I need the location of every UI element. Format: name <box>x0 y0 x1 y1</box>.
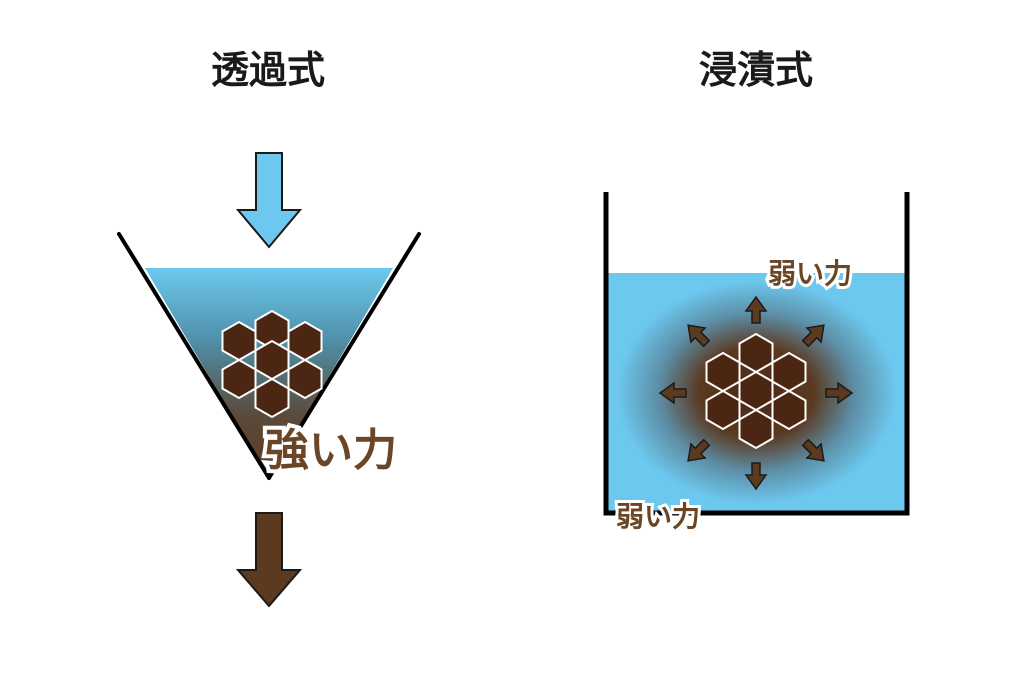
diffusion-arrow-icon <box>687 324 711 348</box>
funnel-icon <box>117 232 421 480</box>
coffee-ground-hex <box>771 389 807 431</box>
coffee-ground-hex <box>738 332 774 374</box>
coffee-ground-hex <box>221 320 257 362</box>
coffee-ground-hex <box>254 377 290 419</box>
coffee-ground-hex <box>738 370 774 412</box>
coffee-ground-hex <box>705 351 741 393</box>
coffee-grounds-cluster <box>705 332 807 450</box>
tank-icon <box>603 192 910 516</box>
diffusion-arrow-icon <box>744 462 768 491</box>
coffee-ground-hex <box>221 358 257 400</box>
inflow-arrow-icon <box>235 152 303 249</box>
coffee-ground-hex <box>287 358 323 400</box>
diffusion-arrow-icon <box>801 324 825 348</box>
outflow-arrow-icon <box>235 512 303 608</box>
coffee-ground-hex <box>287 320 323 362</box>
coffee-ground-hex <box>738 408 774 450</box>
diffusion-arrow-icon <box>801 438 825 462</box>
diffusion-arrow-icon <box>825 381 854 405</box>
diffusion-arrow-icon <box>687 438 711 462</box>
immersion-title: 浸漬式 <box>699 48 813 92</box>
strong-force-label: 強い力 <box>265 425 397 476</box>
coffee-grounds-cluster <box>221 309 323 419</box>
coffee-ground-hex <box>771 351 807 393</box>
percolation-panel: 透過式 強い力 <box>117 48 421 608</box>
coffee-ground-hex <box>254 339 290 381</box>
immersion-panel: 浸漬式 弱い力 弱い力 <box>603 48 910 536</box>
coffee-ground-hex <box>705 389 741 431</box>
diffusion-arrow-icon <box>744 295 768 324</box>
diffusion-arrows <box>658 295 854 491</box>
weak-force-label-bottom: 弱い力 <box>616 500 700 533</box>
percolation-title: 透過式 <box>211 48 325 92</box>
weak-force-label-top: 弱い力 <box>768 257 852 290</box>
diffusion-arrow-icon <box>658 381 687 405</box>
